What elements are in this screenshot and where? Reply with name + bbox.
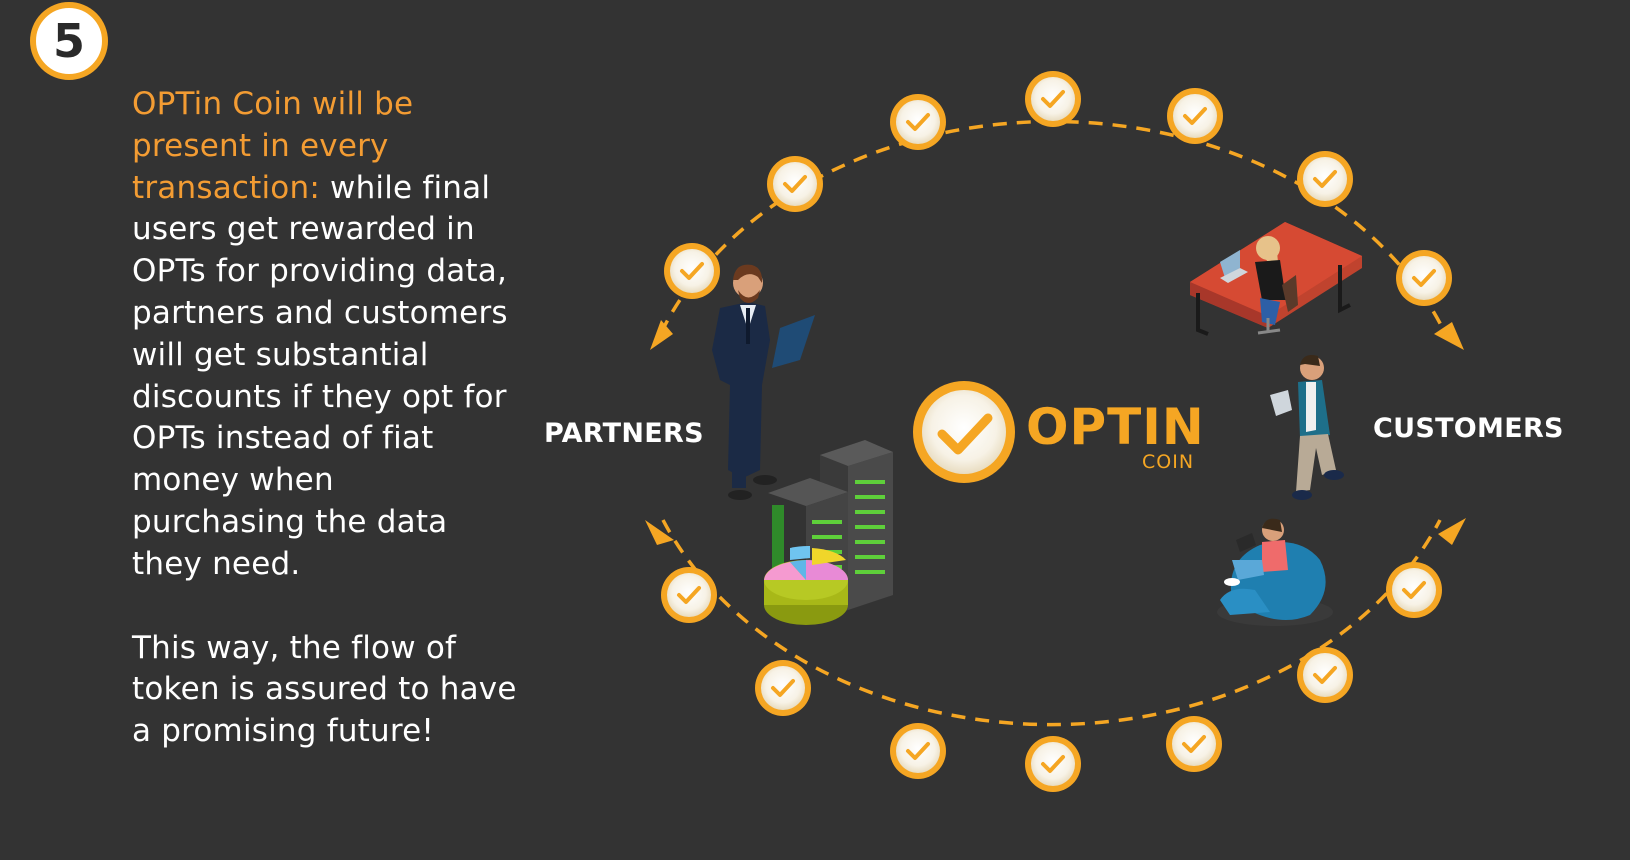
check-coin-icon (1167, 88, 1223, 144)
customers-label: CUSTOMERS (1373, 413, 1564, 444)
closing-paragraph: This way, the flow of token is assured t… (132, 629, 517, 750)
logo-subtitle: COIN (1142, 451, 1195, 473)
check-coin-icon (664, 243, 720, 299)
arrow-head-icon (1434, 322, 1464, 350)
arrow-head-icon (650, 320, 673, 350)
check-coin-icon (661, 567, 717, 623)
desk-worker-icon (1190, 222, 1362, 336)
arrow-head-icon (645, 520, 674, 545)
check-coin-icon (1025, 736, 1081, 792)
check-coin-icon (1025, 71, 1081, 127)
check-coin-icon (1396, 250, 1452, 306)
step-number-badge: 5 (30, 2, 108, 80)
beanbag-user-icon (1217, 518, 1333, 626)
arrow-head-icon (1438, 518, 1466, 545)
pie-chart-icon (764, 545, 848, 625)
description-paragraph: OPTin Coin will be present in every tran… (132, 84, 517, 586)
phone-user-icon (1270, 355, 1344, 500)
description-text: OPTin Coin will be present in every tran… (132, 84, 517, 753)
check-coin-icon (1166, 716, 1222, 772)
check-coin-icon (1297, 151, 1353, 207)
optin-logo-coin (913, 381, 1015, 483)
businessman-icon (712, 264, 815, 500)
check-coin-icon (1386, 562, 1442, 618)
check-coin-icon (767, 156, 823, 212)
check-coin-icon (1297, 647, 1353, 703)
check-coin-icon (890, 723, 946, 779)
partners-label: PARTNERS (544, 418, 704, 449)
check-coin-icon (890, 94, 946, 150)
check-coin-icon (755, 660, 811, 716)
highlight-text: OPTin Coin will be present in every tran… (132, 86, 414, 206)
body-text: while final users get rewarded in OPTs f… (132, 169, 508, 582)
logo-wordmark: OPTIN (1026, 398, 1205, 456)
